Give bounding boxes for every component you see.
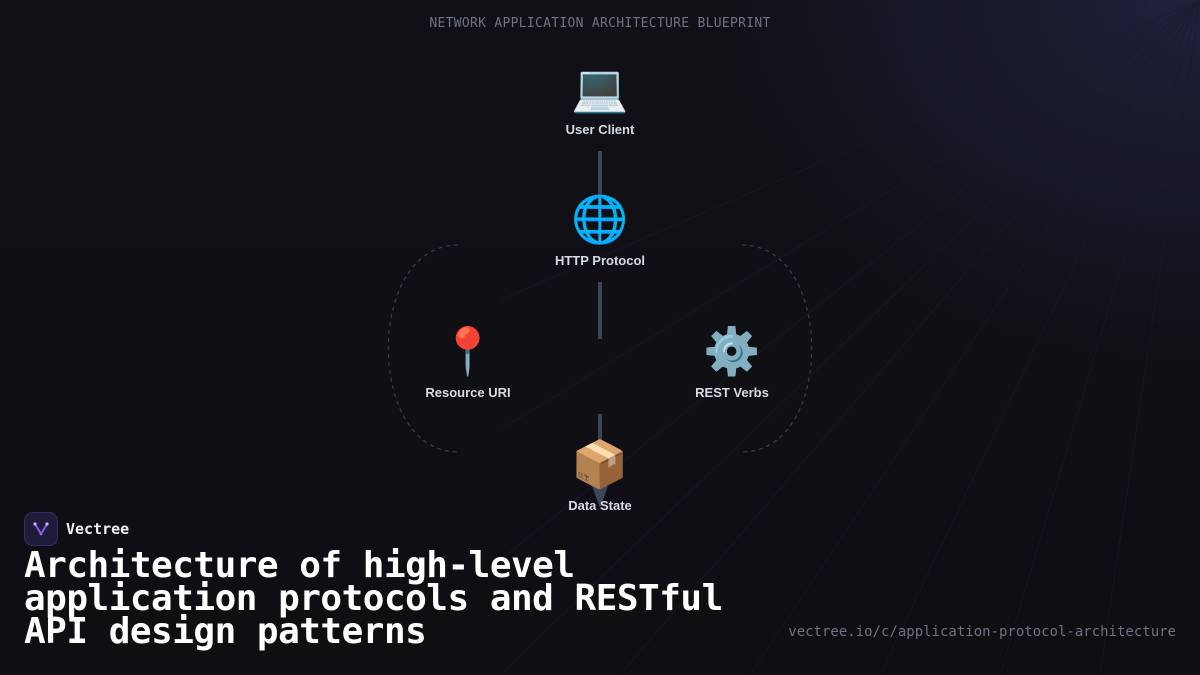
node-label: REST Verbs <box>695 385 769 400</box>
connector-arrowhead <box>592 486 608 508</box>
laptop-icon: 💻 <box>571 61 629 115</box>
background-rays <box>500 0 1200 675</box>
left-dashed-arc <box>387 244 459 453</box>
node-http-protocol: 🌐 HTTP Protocol <box>515 191 685 268</box>
node-resource-uri: 📍 Resource URI <box>383 323 553 400</box>
gear-icon: ⚙️ <box>703 324 761 378</box>
package-icon: 📦 <box>571 437 629 491</box>
right-dashed-arc <box>741 244 813 453</box>
globe-icon: 🌐 <box>571 192 629 246</box>
node-label: Data State <box>568 498 632 513</box>
brand[interactable]: Vectree <box>24 512 129 546</box>
blueprint-header: NETWORK APPLICATION ARCHITECTURE BLUEPRI… <box>429 16 771 31</box>
pin-icon: 📍 <box>439 324 497 378</box>
page-url[interactable]: vectree.io/c/application-protocol-archit… <box>788 624 1176 640</box>
node-label: User Client <box>565 122 635 137</box>
node-user-client: 💻 User Client <box>515 60 685 137</box>
brand-name: Vectree <box>66 520 130 538</box>
node-label: Resource URI <box>425 385 511 400</box>
node-rest-verbs: ⚙️ REST Verbs <box>647 323 817 400</box>
node-data-state: 📦 Data State <box>515 436 685 513</box>
vectree-logo-icon <box>24 512 58 546</box>
page-title: Architecture of high-level application p… <box>24 545 723 652</box>
node-label: HTTP Protocol <box>554 253 646 268</box>
